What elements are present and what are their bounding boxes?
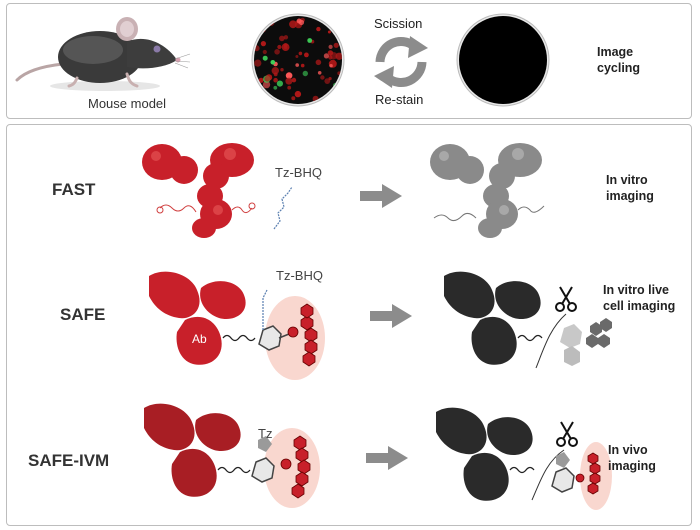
mouse-illustration xyxy=(15,17,191,91)
fast-antibody-red xyxy=(142,143,256,238)
mouse-caption: Mouse model xyxy=(88,96,167,111)
safe-antibody-red xyxy=(149,271,325,380)
cycle-arrows-icon xyxy=(374,36,428,88)
fast-result-label: In vitro imaging xyxy=(606,172,654,204)
image-cycling-line1: Image xyxy=(597,45,634,59)
safe-result-line2: cell imaging xyxy=(603,299,676,313)
row-label-safe-ivm: SAFE-IVM xyxy=(28,451,110,470)
safe-ivm-result-line1: In vivo xyxy=(608,443,648,457)
safe-result-label: In vitro live cell imaging xyxy=(603,282,675,314)
process-arrow-3 xyxy=(366,446,408,470)
bottom-panel xyxy=(6,124,692,526)
safe-antibody-label: Ab xyxy=(192,332,207,346)
safe-ivm-reagent-label: Tz xyxy=(258,426,273,441)
scissors-icon xyxy=(555,286,577,312)
fluorescence-image-disc xyxy=(251,13,345,107)
safe-ivm-result-label: In vivo imaging xyxy=(608,442,656,474)
process-arrow-1 xyxy=(360,184,402,208)
fast-result-line1: In vitro xyxy=(606,173,648,187)
safe-result-line1: In vitro live xyxy=(603,283,669,297)
restain-label: Re-stain xyxy=(375,92,424,107)
fast-reagent-label: Tz-BHQ xyxy=(275,165,322,180)
image-cycling-line2: cycling xyxy=(597,61,641,75)
safe-ivm-result-line2: imaging xyxy=(608,459,656,473)
safe-ivm-antibody-red xyxy=(144,403,320,508)
safe-ivm-antibody-dark xyxy=(436,407,612,510)
image-cycling-label: Image cycling xyxy=(597,44,640,76)
fast-antibody-gray xyxy=(430,143,545,238)
row-label-safe: SAFE xyxy=(60,305,106,324)
safe-antibody-dark xyxy=(444,271,612,369)
scissors-icon-ivm xyxy=(556,421,578,447)
row-label-fast: FAST xyxy=(52,180,96,199)
blank-image-disc xyxy=(456,13,550,107)
tz-bhq-molecule-icon xyxy=(273,186,293,230)
scission-label: Scission xyxy=(374,16,423,31)
safe-reagent-label: Tz-BHQ xyxy=(276,268,323,283)
fast-result-line2: imaging xyxy=(606,189,654,203)
process-arrow-2 xyxy=(370,304,412,328)
